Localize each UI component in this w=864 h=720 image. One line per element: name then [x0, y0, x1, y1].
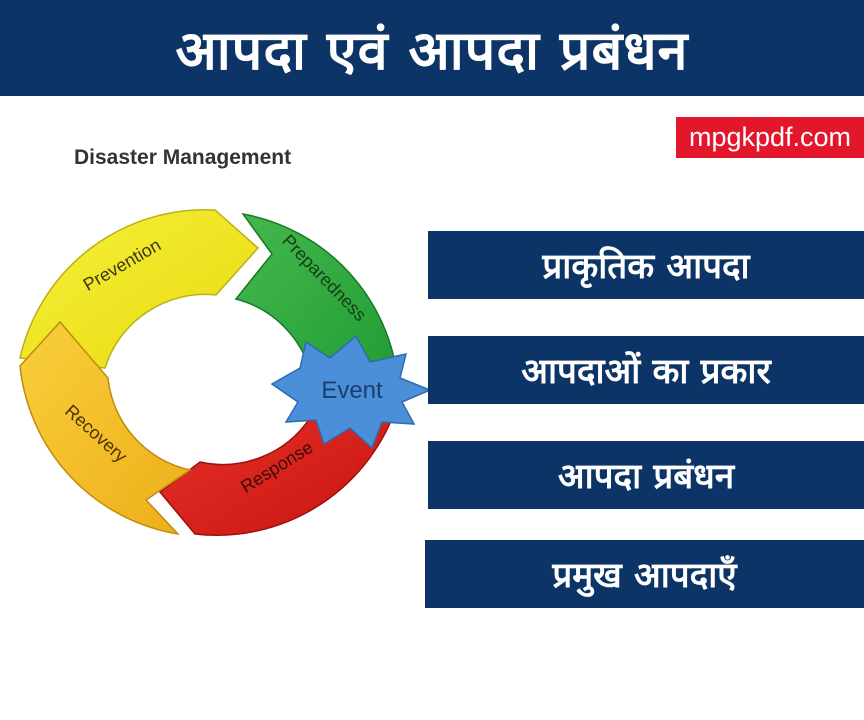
- site-badge: mpgkpdf.com: [676, 117, 864, 158]
- disaster-cycle-diagram: Disaster Management Event Prevention Pre…: [10, 132, 440, 542]
- event-label: Event: [321, 377, 383, 404]
- event-starburst: [270, 334, 432, 450]
- topic-disaster-types[interactable]: आपदाओं का प्रकार: [428, 336, 864, 404]
- diagram-title: Disaster Management: [74, 146, 291, 169]
- prevention-segment: [19, 209, 260, 369]
- recovery-segment: [19, 320, 192, 536]
- page-header: आपदा एवं आपदा प्रबंधन: [0, 0, 864, 96]
- topic-natural-disaster[interactable]: प्राकृतिक आपदा: [428, 231, 864, 299]
- topic-major-disasters[interactable]: प्रमुख आपदाएँ: [425, 540, 864, 608]
- topic-disaster-management[interactable]: आपदा प्रबंधन: [428, 441, 864, 509]
- page-title: आपदा एवं आपदा प्रबंधन: [175, 19, 689, 82]
